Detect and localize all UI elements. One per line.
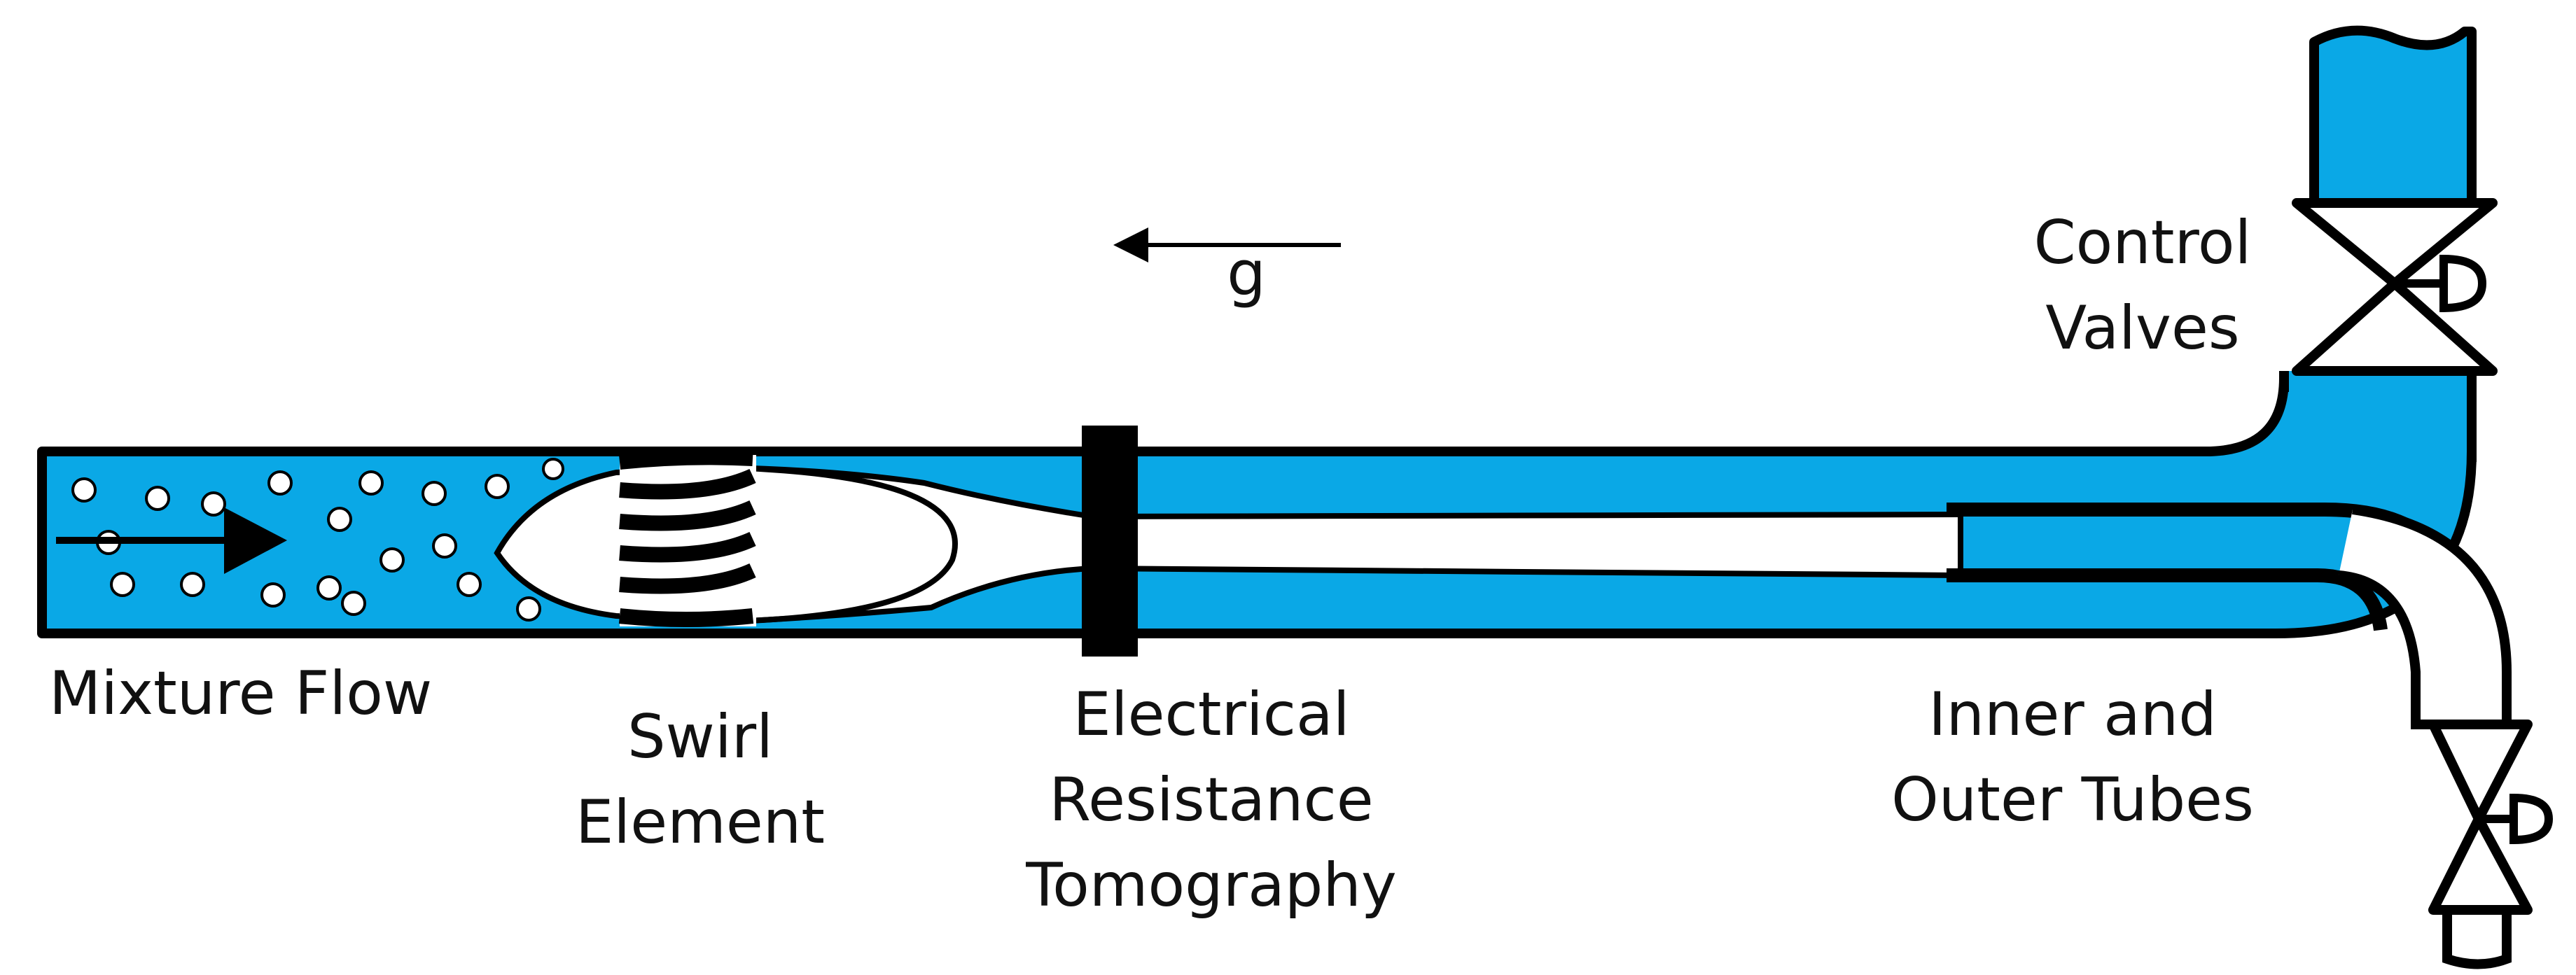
gas-core-bulb-outline [727,465,958,624]
swirl-element-label: Swirl Element [575,702,826,857]
outer-tube-down [2338,505,2512,729]
bubbles [71,458,564,622]
tubes-label: Inner and Outer Tubes [1891,680,2254,835]
swirl-element [618,449,756,627]
gravity-label: g [1227,237,1266,309]
vertical-pipe-top [2309,25,2477,208]
mixture-flow-label: Mixture Flow [49,659,433,729]
ert-label: Electrical Resistance Tomography [1026,680,1397,920]
outer-tube-bottom [2442,910,2512,969]
control-valves-label: Control Valves [2033,208,2252,363]
arrow-left-icon [1113,227,1341,262]
inner-tube-lower [1947,568,2388,631]
arrow-right-icon [56,507,287,574]
valve-icon [2292,198,2498,376]
valve-icon-lower [2428,720,2554,915]
ert-sensor [1082,426,1138,657]
